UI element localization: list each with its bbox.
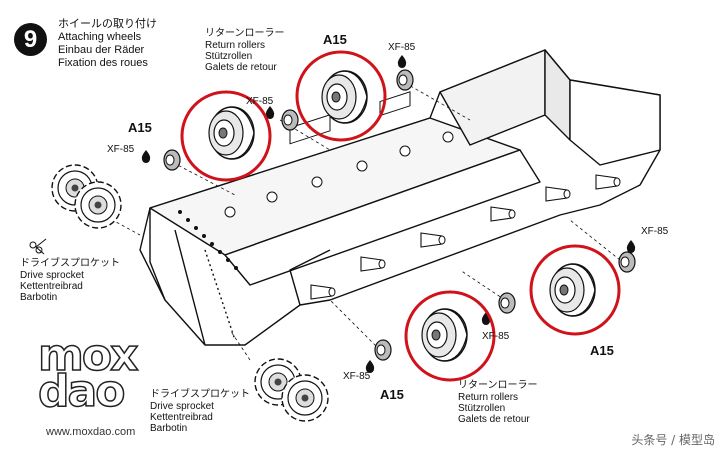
paint-label-xf85-5: XF-85 bbox=[482, 331, 510, 342]
drive-sprocket-left-en: Drive sprocket bbox=[20, 270, 84, 281]
step-number-badge: 9 bbox=[14, 23, 47, 56]
return-rollers-top-de: Stützrollen bbox=[205, 51, 253, 62]
drive-sprocket-bottom-fr: Barbotin bbox=[150, 423, 188, 434]
return-rollers-bottom-fr: Galets de retour bbox=[458, 414, 530, 425]
return-rollers-top-en: Return rollers bbox=[205, 40, 266, 51]
drive-sprocket-left-fr: Barbotin bbox=[20, 292, 58, 303]
drive-sprocket-bottom-de: Kettentreibrad bbox=[150, 412, 213, 423]
watermark-line1: mox bbox=[37, 330, 139, 381]
drive-sprocket-bottom-en: Drive sprocket bbox=[150, 401, 214, 412]
hull-holes bbox=[224, 91, 454, 218]
title-fr: Fixation des roues bbox=[58, 57, 148, 69]
drive-sprocket-bottom-ja: ドライブスプロケット bbox=[150, 389, 250, 400]
hull bbox=[139, 49, 661, 346]
scissors-icon bbox=[29, 238, 47, 255]
title-ja: ホイールの取り付け bbox=[58, 18, 157, 30]
return-rollers-top-fr: Galets de retour bbox=[205, 62, 277, 73]
title-de: Einbau der Räder bbox=[58, 44, 145, 56]
paint-label-xf85-1: XF-85 bbox=[107, 144, 135, 155]
part-label-a15-right: A15 bbox=[590, 343, 614, 358]
paint-label-xf85-6: XF-85 bbox=[343, 371, 371, 382]
watermark-line2: dao bbox=[37, 366, 126, 417]
drive-sprocket-left-ja: ドライブスプロケット bbox=[20, 258, 120, 269]
part-label-a15-bottom: A15 bbox=[380, 387, 404, 402]
paint-label-xf85-3: XF-85 bbox=[388, 42, 416, 53]
drive-sprocket-left-de: Kettentreibrad bbox=[20, 281, 83, 292]
return-rollers-bottom-en: Return rollers bbox=[458, 392, 519, 403]
highlight-circles bbox=[180, 50, 621, 382]
return-rollers-bottom-ja: リターンローラー bbox=[458, 380, 538, 391]
return-rollers-bottom-de: Stützrollen bbox=[458, 403, 506, 414]
credit-text: 头条号 / 模型岛 bbox=[631, 433, 715, 447]
watermark-url: www.moxdao.com bbox=[46, 426, 136, 438]
title-en: Attaching wheels bbox=[58, 31, 142, 43]
part-label-a15-left: A15 bbox=[128, 120, 152, 135]
part-label-a15-top: A15 bbox=[323, 32, 347, 47]
rivet-row bbox=[178, 210, 238, 270]
paint-label-xf85-2: XF-85 bbox=[246, 96, 274, 107]
paint-label-xf85-4: XF-85 bbox=[641, 226, 669, 237]
return-rollers-top-ja: リターンローラー bbox=[205, 28, 285, 39]
